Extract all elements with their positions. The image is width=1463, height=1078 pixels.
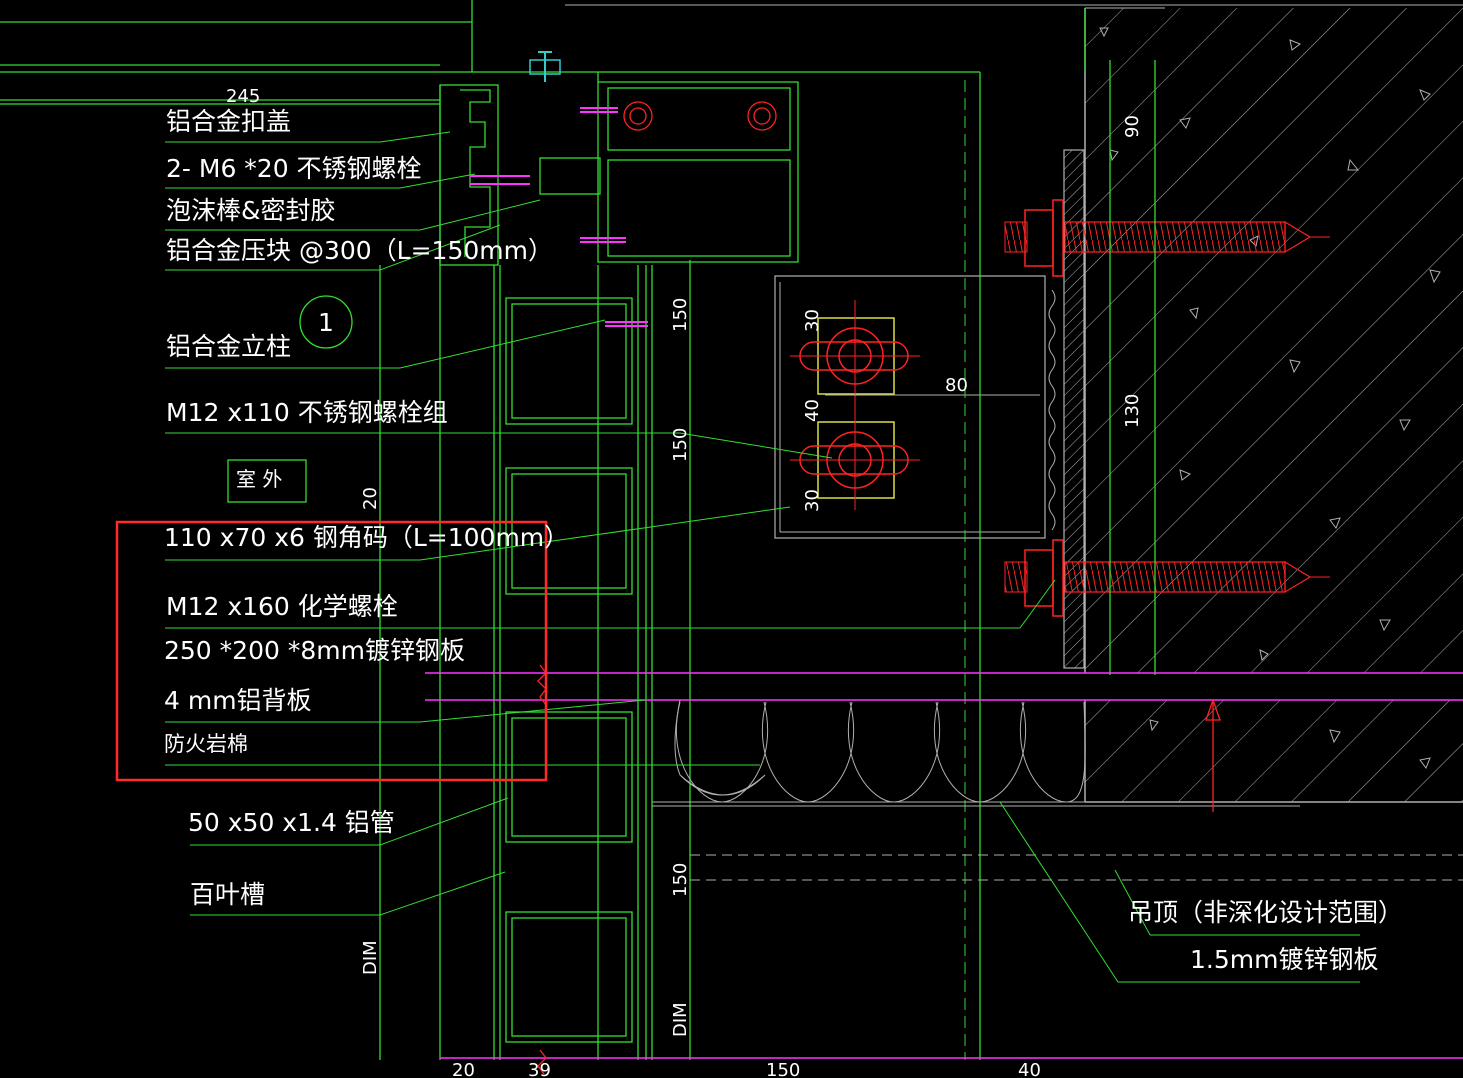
dim-90: 90 [1122, 115, 1143, 138]
label-louver-slot: 百叶槽 [190, 880, 265, 909]
top-cap-bolt [529, 51, 561, 82]
dim-150-bottom: 150 [766, 1060, 800, 1078]
dim-150-a: 150 [670, 298, 691, 332]
profile-holes [623, 101, 777, 131]
chemical-anchor-bolt-bottom [1004, 539, 1330, 617]
dim-20-side: 20 [360, 487, 381, 510]
label-galv-sheet: 1.5mm镀锌钢板 [1190, 945, 1378, 974]
detail-number: 1 [318, 308, 334, 337]
concrete-wall [565, 4, 1463, 803]
floor-slab-lines [425, 672, 1463, 1059]
dim-30-b: 30 [802, 489, 823, 512]
bolt-group-m12 [790, 300, 1040, 510]
dim-dim-a: DIM [360, 940, 381, 975]
galvanized-steel-plate [1063, 149, 1085, 669]
dim-39: 39 [528, 1060, 551, 1078]
label-pressure-block: 铝合金压块 @300（L=150mm） [166, 236, 553, 265]
label-alu-backplate: 4 mm铝背板 [164, 686, 312, 715]
fire-rock-wool [652, 699, 1300, 807]
detail-number-circle [299, 295, 353, 349]
label-alu-tube: 50 x50 x1.4 铝管 [188, 808, 395, 837]
label-ceiling: 吊顶（非深化设计范围） [1128, 898, 1403, 927]
dim-130: 130 [1122, 394, 1143, 428]
dimension-labels: 245 80 20 39 150 40 150 150 150 DIM 30 4… [226, 86, 1143, 1078]
ceiling-anchor [1205, 698, 1221, 812]
self-tapping-screws [470, 107, 648, 327]
dim-40-bottom: 40 [1018, 1060, 1041, 1078]
label-exterior: 室 外 [236, 467, 282, 491]
dim-80: 80 [945, 375, 968, 396]
label-steel-angle: 110 x70 x6 钢角码（L=100mm） [164, 523, 569, 552]
leader-lines [165, 131, 1360, 983]
chemical-anchor-bolt-top [1004, 199, 1330, 277]
label-foam-sealant: 泡沫棒&密封胶 [166, 196, 336, 225]
dim-245: 245 [226, 86, 260, 107]
label-mullion: 铝合金立柱 [166, 332, 291, 361]
dim-40: 40 [802, 399, 823, 422]
label-bolt-group: M12 x110 不锈钢螺栓组 [166, 398, 448, 427]
label-chem-bolt: M12 x160 化学螺栓 [166, 592, 398, 621]
label-m6-bolt: 2- M6 *20 不锈钢螺栓 [166, 154, 422, 183]
dim-30-a: 30 [802, 309, 823, 332]
exterior-box [227, 459, 307, 503]
weld-seam [1048, 289, 1056, 531]
dim-dim-b: DIM [670, 1002, 691, 1037]
break-mark-2 [537, 1049, 547, 1075]
dim-150-b: 150 [670, 428, 691, 462]
label-galv-plate: 250 *200 *8mm镀锌钢板 [164, 636, 465, 665]
highlight-box[interactable] [115, 520, 548, 782]
annotation-labels: 铝合金扣盖 2- M6 *20 不锈钢螺栓 泡沫棒&密封胶 铝合金压块 @300… [164, 107, 1403, 974]
dim-20-bottom: 20 [452, 1060, 475, 1078]
label-rock-wool: 防火岩棉 [164, 732, 248, 756]
steel-angle-bracket [774, 275, 1046, 539]
label-cover-cap: 铝合金扣盖 [166, 107, 291, 136]
dim-150-c: 150 [670, 863, 691, 897]
